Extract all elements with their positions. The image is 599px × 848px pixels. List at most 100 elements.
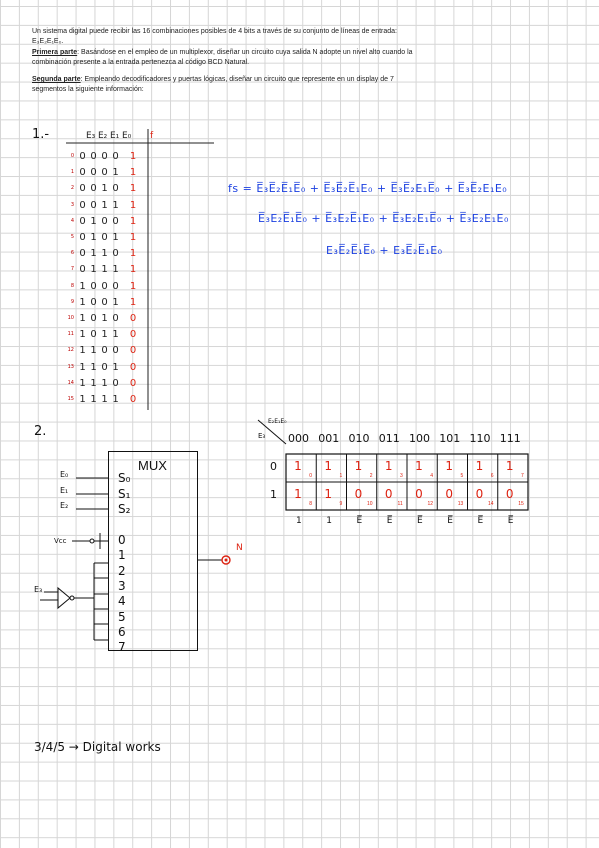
kmap-column-result: 1 <box>326 516 332 526</box>
part1-label: Primera parte <box>32 49 78 56</box>
row-index: 2 <box>70 185 74 192</box>
row-index: 10 <box>67 315 74 321</box>
output-cell: 0 <box>129 394 137 405</box>
bit-cell: 0 <box>79 199 86 211</box>
mux-data-pin: 3 <box>118 578 126 593</box>
kmap-cell-index: 11 <box>397 501 403 507</box>
mux-data-pin: 2 <box>118 563 126 578</box>
output-cell: 1 <box>129 296 137 308</box>
bit-cell: 1 <box>90 361 97 373</box>
part2-text: : Empleando decodificadores y puertas ló… <box>32 76 394 93</box>
kmap-cell-value: 0 <box>445 487 454 501</box>
bit-cell: 1 <box>112 264 119 276</box>
equation-line-3: E₃E̅₂E̅₁E̅₀ + E₃E̅₂E̅₁E₀ <box>326 244 443 257</box>
bit-cell: 1 <box>101 264 108 276</box>
row-index: 6 <box>70 250 74 257</box>
output-cell: 1 <box>129 183 137 195</box>
kmap-cell-value: 0 <box>384 487 393 501</box>
kmap-cell-value: 1 <box>294 459 302 473</box>
bit-cell: 1 <box>90 394 97 405</box>
kmap-column-header: 000 <box>288 432 309 445</box>
problem-part2: Segunda parte: Empleando decodificadores… <box>32 75 422 95</box>
bit-cell: 0 <box>90 313 97 324</box>
kmap-cell-index: 8 <box>309 501 312 507</box>
kmap-cell-index: 10 <box>366 501 373 507</box>
bit-cell: 1 <box>79 361 86 373</box>
kmap-cell-value: 1 <box>475 459 484 473</box>
kmap-column-header: 011 <box>378 432 400 445</box>
output-cell: 0 <box>129 345 137 357</box>
row-index: 12 <box>67 347 74 354</box>
bit-cell: 0 <box>90 329 97 341</box>
row-index: 13 <box>67 363 74 370</box>
kmap-cell-value: 0 <box>415 487 423 501</box>
row-index: 15 <box>67 396 74 402</box>
row-index: 4 <box>70 217 74 224</box>
bit-cell: 0 <box>101 280 108 292</box>
kmap-column-result: E̅ <box>386 516 393 526</box>
bit-cell: 0 <box>90 280 97 292</box>
output-cell: 1 <box>129 264 137 276</box>
output-cell: 1 <box>129 215 137 227</box>
kmap-cell: 0 11 <box>377 482 405 508</box>
mux-data-pin: 5 <box>118 609 126 624</box>
mux-select-pin: S₂ <box>118 502 131 516</box>
bit-cell: 1 <box>112 167 119 179</box>
kmap-column-header: 101 <box>439 432 461 445</box>
kmap-column-result: E̅ <box>356 516 363 526</box>
output-cell: 0 <box>129 377 137 389</box>
kmap-column-result: E̅ <box>477 516 484 526</box>
select-input-e2: E₂ <box>60 501 69 510</box>
kmap-cell-value: 1 <box>384 459 393 473</box>
kmap-cell-index: 6 <box>490 473 494 479</box>
output-cell: 1 <box>129 199 137 211</box>
section-1-label: 1.- <box>32 127 50 142</box>
mux-data-pin: 7 <box>118 640 126 655</box>
bit-cell: 1 <box>79 280 86 292</box>
select-input-e0: E₀ <box>60 470 69 479</box>
bit-cell: 0 <box>79 264 86 276</box>
mux-data-pin: 1 <box>118 548 126 563</box>
kmap-cell-index: 0 <box>309 473 312 479</box>
kmap-cell-value: 0 <box>475 487 484 501</box>
output-cell: 1 <box>129 167 137 179</box>
multiplexer-box <box>108 451 198 651</box>
kmap-cell-index: 2 <box>369 473 373 479</box>
kmap-row-header: 0 <box>270 460 277 473</box>
kmap-cell-index: 4 <box>430 473 433 479</box>
bit-cell: 1 <box>90 248 97 260</box>
bit-cell: 0 <box>79 232 86 243</box>
kmap-cell-index: 14 <box>487 501 494 507</box>
bit-cell: 0 <box>79 167 86 179</box>
bit-cell: 0 <box>101 232 108 243</box>
row-index: 7 <box>70 266 74 273</box>
bit-cell: 0 <box>112 345 119 357</box>
kmap-column-header: 111 <box>499 432 521 445</box>
bit-cell: 0 <box>79 215 86 227</box>
output-cell: 1 <box>129 151 137 162</box>
output-cell: 1 <box>129 248 137 260</box>
bit-cell: 0 <box>79 248 86 260</box>
row-index: 3 <box>70 201 74 208</box>
bit-cell: 1 <box>79 296 86 308</box>
kmap-column-result: 1 <box>296 516 302 526</box>
kmap-column-header: 100 <box>409 432 430 445</box>
bit-cell: 1 <box>112 296 119 308</box>
vcc-label: Vcc <box>54 537 67 545</box>
